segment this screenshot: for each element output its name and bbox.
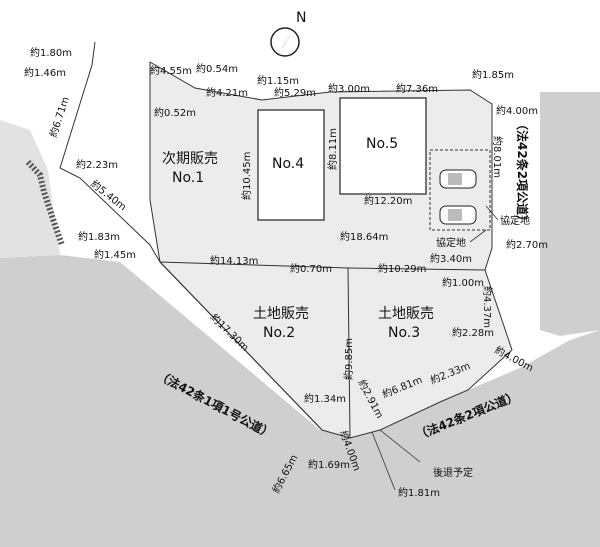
- dimension-label: 約4.55m: [150, 64, 192, 77]
- agreed-land-note-1: 協定地: [500, 214, 530, 227]
- dimension-label: 約4.21m: [206, 86, 248, 99]
- building-no5: [339, 97, 427, 195]
- dimension-label: 約1.80m: [30, 46, 72, 59]
- road-left-strip: [0, 120, 60, 258]
- dimension-label: 約6.71m: [46, 95, 71, 139]
- leader-line: [379, 429, 421, 463]
- dimension-label: 約7.36m: [396, 82, 438, 95]
- dimension-label: 約1.45m: [94, 248, 136, 261]
- dimension-label: 約2.23m: [76, 158, 118, 171]
- dimension-label: 約0.52m: [154, 106, 196, 119]
- road-right-top-label: （法42条2項公道）: [515, 118, 530, 227]
- dimension-label: 約4.00m: [496, 104, 538, 117]
- dimension-label: 約1.15m: [257, 74, 299, 87]
- car-icon: [439, 169, 477, 189]
- dimension-label: 約14.13m: [210, 254, 258, 267]
- compass-label: N: [296, 10, 306, 26]
- lot2-title: 土地販売: [253, 306, 309, 322]
- dimension-label: 約10.29m: [378, 262, 426, 275]
- building-no4: [257, 109, 325, 221]
- dimension-label: 約1.81m: [398, 486, 440, 499]
- leader-line: [485, 205, 499, 221]
- dimension-label: 約10.45m: [240, 152, 253, 200]
- road-bottom: [0, 255, 600, 547]
- dimension-label: 約18.64m: [340, 230, 388, 243]
- dimension-label: 約1.46m: [24, 66, 66, 79]
- lot3-title: 土地販売: [378, 306, 434, 322]
- dimension-label: 約8.01m: [491, 136, 504, 178]
- dimension-label: 約8.11m: [326, 128, 339, 170]
- setback-note: 後退予定: [433, 466, 473, 479]
- car-icon: [439, 205, 477, 225]
- dimension-label: 約12.20m: [364, 194, 412, 207]
- dimension-label: 約1.69m: [308, 458, 350, 471]
- lot3-number: No.3: [388, 325, 420, 341]
- dimension-label: 約3.00m: [328, 82, 370, 95]
- lot-boundary-road: [159, 261, 323, 431]
- compass-icon: [270, 27, 300, 57]
- dimension-label: 約1.00m: [442, 276, 484, 289]
- road-right: [540, 92, 600, 336]
- stairs: [25, 159, 65, 246]
- lot1-title: 次期販売: [162, 151, 218, 167]
- dimension-label: 約2.70m: [506, 238, 548, 251]
- lot2-number: No.2: [263, 325, 295, 341]
- dimension-label: 約0.70m: [290, 262, 332, 275]
- left-boundary: [59, 41, 161, 263]
- leader-line: [469, 229, 487, 243]
- dimension-label: 約1.34m: [304, 392, 346, 405]
- dimension-label: 約5.29m: [274, 86, 316, 99]
- dimension-label: 約0.54m: [196, 62, 238, 75]
- agreed-land-note-2: 協定地: [436, 236, 466, 249]
- dimension-label: 約3.40m: [430, 252, 472, 265]
- lot-boundary-2-3: [347, 267, 351, 439]
- dimension-label: 約9.85m: [342, 338, 355, 380]
- dimension-label: 約4.37m: [481, 286, 494, 328]
- building-no4-label: No.4: [272, 156, 304, 172]
- lot1-number: No.1: [172, 170, 204, 186]
- agreed-land: [429, 149, 491, 231]
- dimension-label: 約2.28m: [452, 326, 494, 339]
- building-no5-label: No.5: [366, 136, 398, 152]
- dimension-label: 約5.40m: [88, 177, 129, 213]
- leader-line: [371, 431, 396, 491]
- dimension-label: 約1.83m: [78, 230, 120, 243]
- dimension-label: 約1.85m: [472, 68, 514, 81]
